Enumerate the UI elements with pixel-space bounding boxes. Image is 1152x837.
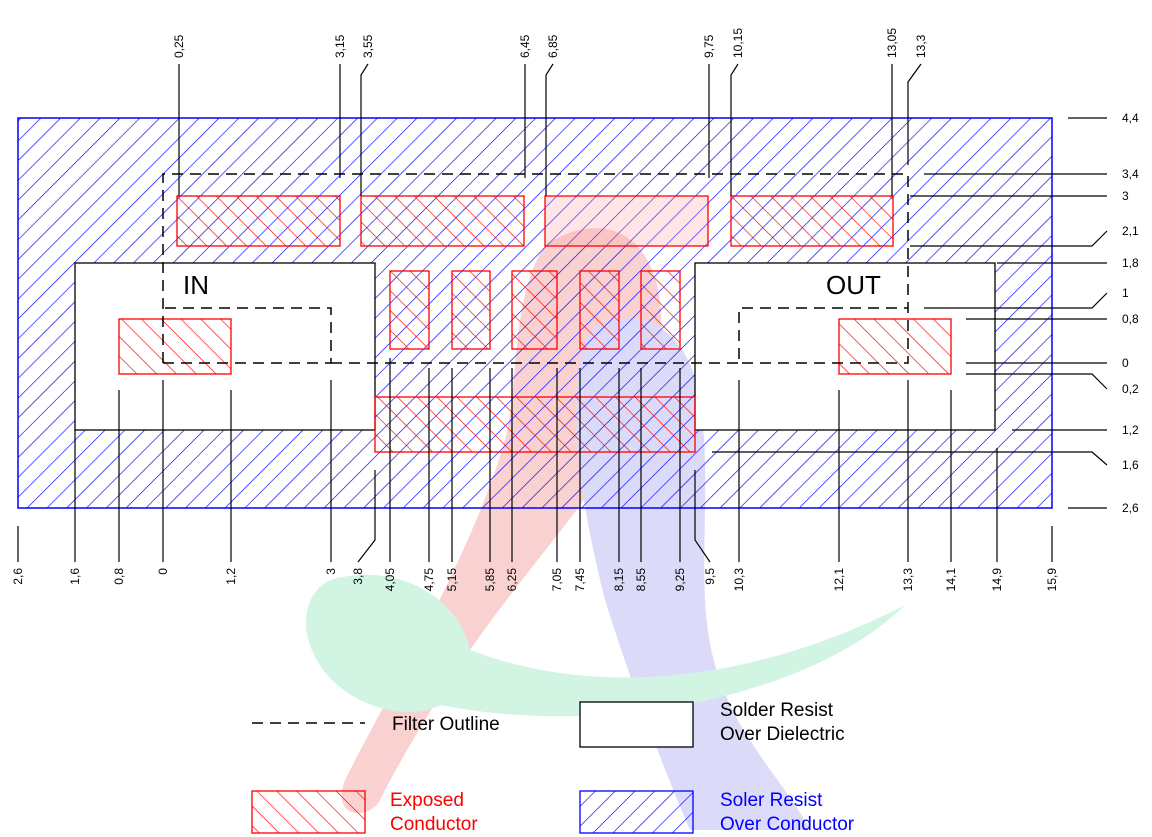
- bottom-dim-label-0: 2,6: [11, 568, 25, 585]
- pad-bottom-gnd: [374, 396, 696, 453]
- pad-top-1: [176, 195, 341, 247]
- legend-solder-conductor-swatch: [579, 790, 694, 834]
- bottom-dimension-labels: 2,6 1,6 0,8 0 1,2 3 3,8 4,05 4,75 5,15 5,85 6,25 7,0…: [11, 568, 1059, 592]
- exposed-conductors: [118, 195, 952, 453]
- bottom-dim-label-17: 9,5: [703, 568, 717, 585]
- top-dimension-labels: 0,25 3,15 3,55 6,45 6,85 9,75 10,15 13,05 13,3: [172, 28, 928, 58]
- legend-exposed-swatch: [251, 790, 366, 834]
- pad-top-4: [730, 195, 894, 247]
- pad-out: [838, 318, 952, 375]
- pad-top-3: [544, 195, 709, 247]
- pad-in: [118, 318, 232, 375]
- bottom-dim-label-8: 4,75: [422, 568, 436, 592]
- bottom-dim-label-16: 9,25: [673, 568, 687, 592]
- bottom-dim-label-15: 8,55: [634, 568, 648, 592]
- filter-outline: [162, 173, 909, 364]
- top-dim-label-5: 9,75: [702, 34, 716, 58]
- bottom-dim-label-4: 1,2: [224, 568, 238, 585]
- bottom-dim-label-1: 1,6: [68, 568, 82, 585]
- bottom-dim-label-6: 3,8: [351, 568, 365, 585]
- bottom-dim-label-13: 7,45: [573, 568, 587, 592]
- right-dim-label-1: 3,4: [1122, 167, 1139, 181]
- top-dim-label-8: 13,3: [914, 34, 928, 58]
- pad-mid-4: [579, 270, 620, 350]
- top-dim-label-1: 3,15: [333, 34, 347, 58]
- bottom-dim-label-9: 5,15: [445, 568, 459, 592]
- bottom-dim-label-10: 5,85: [483, 568, 497, 592]
- bottom-dim-label-7: 4,05: [383, 568, 397, 592]
- pad-mid-1: [389, 270, 430, 350]
- top-dim-label-6: 10,15: [731, 28, 745, 58]
- top-dim-label-4: 6,85: [546, 34, 560, 58]
- legend-solder-conductor-line1: Soler Resist: [720, 790, 823, 811]
- bottom-dim-label-5: 3: [324, 568, 338, 575]
- right-dim-label-3: 2,1: [1122, 224, 1139, 238]
- top-dim-label-7: 13,05: [885, 28, 899, 58]
- bottom-dim-label-2: 0,8: [112, 568, 126, 585]
- bottom-dim-label-12: 7,05: [550, 568, 564, 592]
- bottom-dim-label-14: 8,15: [612, 568, 626, 592]
- legend-exposed-line2: Conductor: [390, 814, 478, 835]
- pad-mid-5: [640, 270, 681, 350]
- right-dimension-labels: 4,4 3,4 3 2,1 1,8 1 0,8 0 0,2 1,2 1,6 2,6: [1122, 111, 1139, 515]
- right-dim-label-6: 0,8: [1122, 312, 1139, 326]
- pad-mid-3: [511, 270, 558, 350]
- bottom-dim-label-22: 14,9: [990, 568, 1004, 592]
- watermark-green-swoosh: [306, 574, 905, 717]
- bottom-dim-label-3: 0: [156, 568, 170, 575]
- top-dim-label-3: 6,45: [518, 34, 532, 58]
- right-dim-label-5: 1: [1122, 286, 1129, 300]
- right-dim-label-8: 0,2: [1122, 382, 1139, 396]
- bottom-dim-label-21: 14,1: [944, 568, 958, 592]
- port-out-label: OUT: [826, 270, 881, 300]
- bottom-dim-label-19: 12,1: [832, 568, 846, 592]
- right-dim-label-11: 2,6: [1122, 501, 1139, 515]
- dimension-lines: [17, 63, 1108, 563]
- port-in-label: IN: [183, 270, 209, 300]
- bottom-dim-label-20: 13,3: [901, 568, 915, 592]
- right-dim-label-9: 1,2: [1122, 423, 1139, 437]
- right-dim-label-0: 4,4: [1122, 111, 1139, 125]
- legend: Filter Outline Solder Resist Over Dielec…: [251, 700, 855, 835]
- pad-mid-2: [451, 270, 491, 350]
- bottom-dim-label-23: 15,9: [1045, 568, 1059, 592]
- right-dim-label-2: 3: [1122, 189, 1129, 203]
- legend-solder-dielectric-line2: Over Dielectric: [720, 724, 845, 745]
- top-dim-label-0: 0,25: [172, 34, 186, 58]
- pad-top-2: [360, 195, 525, 247]
- legend-solder-dielectric-line1: Solder Resist: [720, 700, 834, 721]
- legend-solder-conductor-line2: Over Conductor: [720, 814, 855, 835]
- legend-filter-outline-label: Filter Outline: [392, 714, 500, 735]
- legend-exposed-line1: Exposed: [390, 790, 464, 811]
- top-dim-label-2: 3,55: [361, 34, 375, 58]
- right-dim-label-7: 0: [1122, 356, 1129, 370]
- right-dim-label-10: 1,6: [1122, 458, 1139, 472]
- legend-solder-dielectric-swatch: [579, 701, 694, 748]
- right-dim-label-4: 1,8: [1122, 256, 1139, 270]
- bottom-dim-label-11: 6,25: [505, 568, 519, 592]
- bottom-dim-label-18: 10,3: [732, 568, 746, 592]
